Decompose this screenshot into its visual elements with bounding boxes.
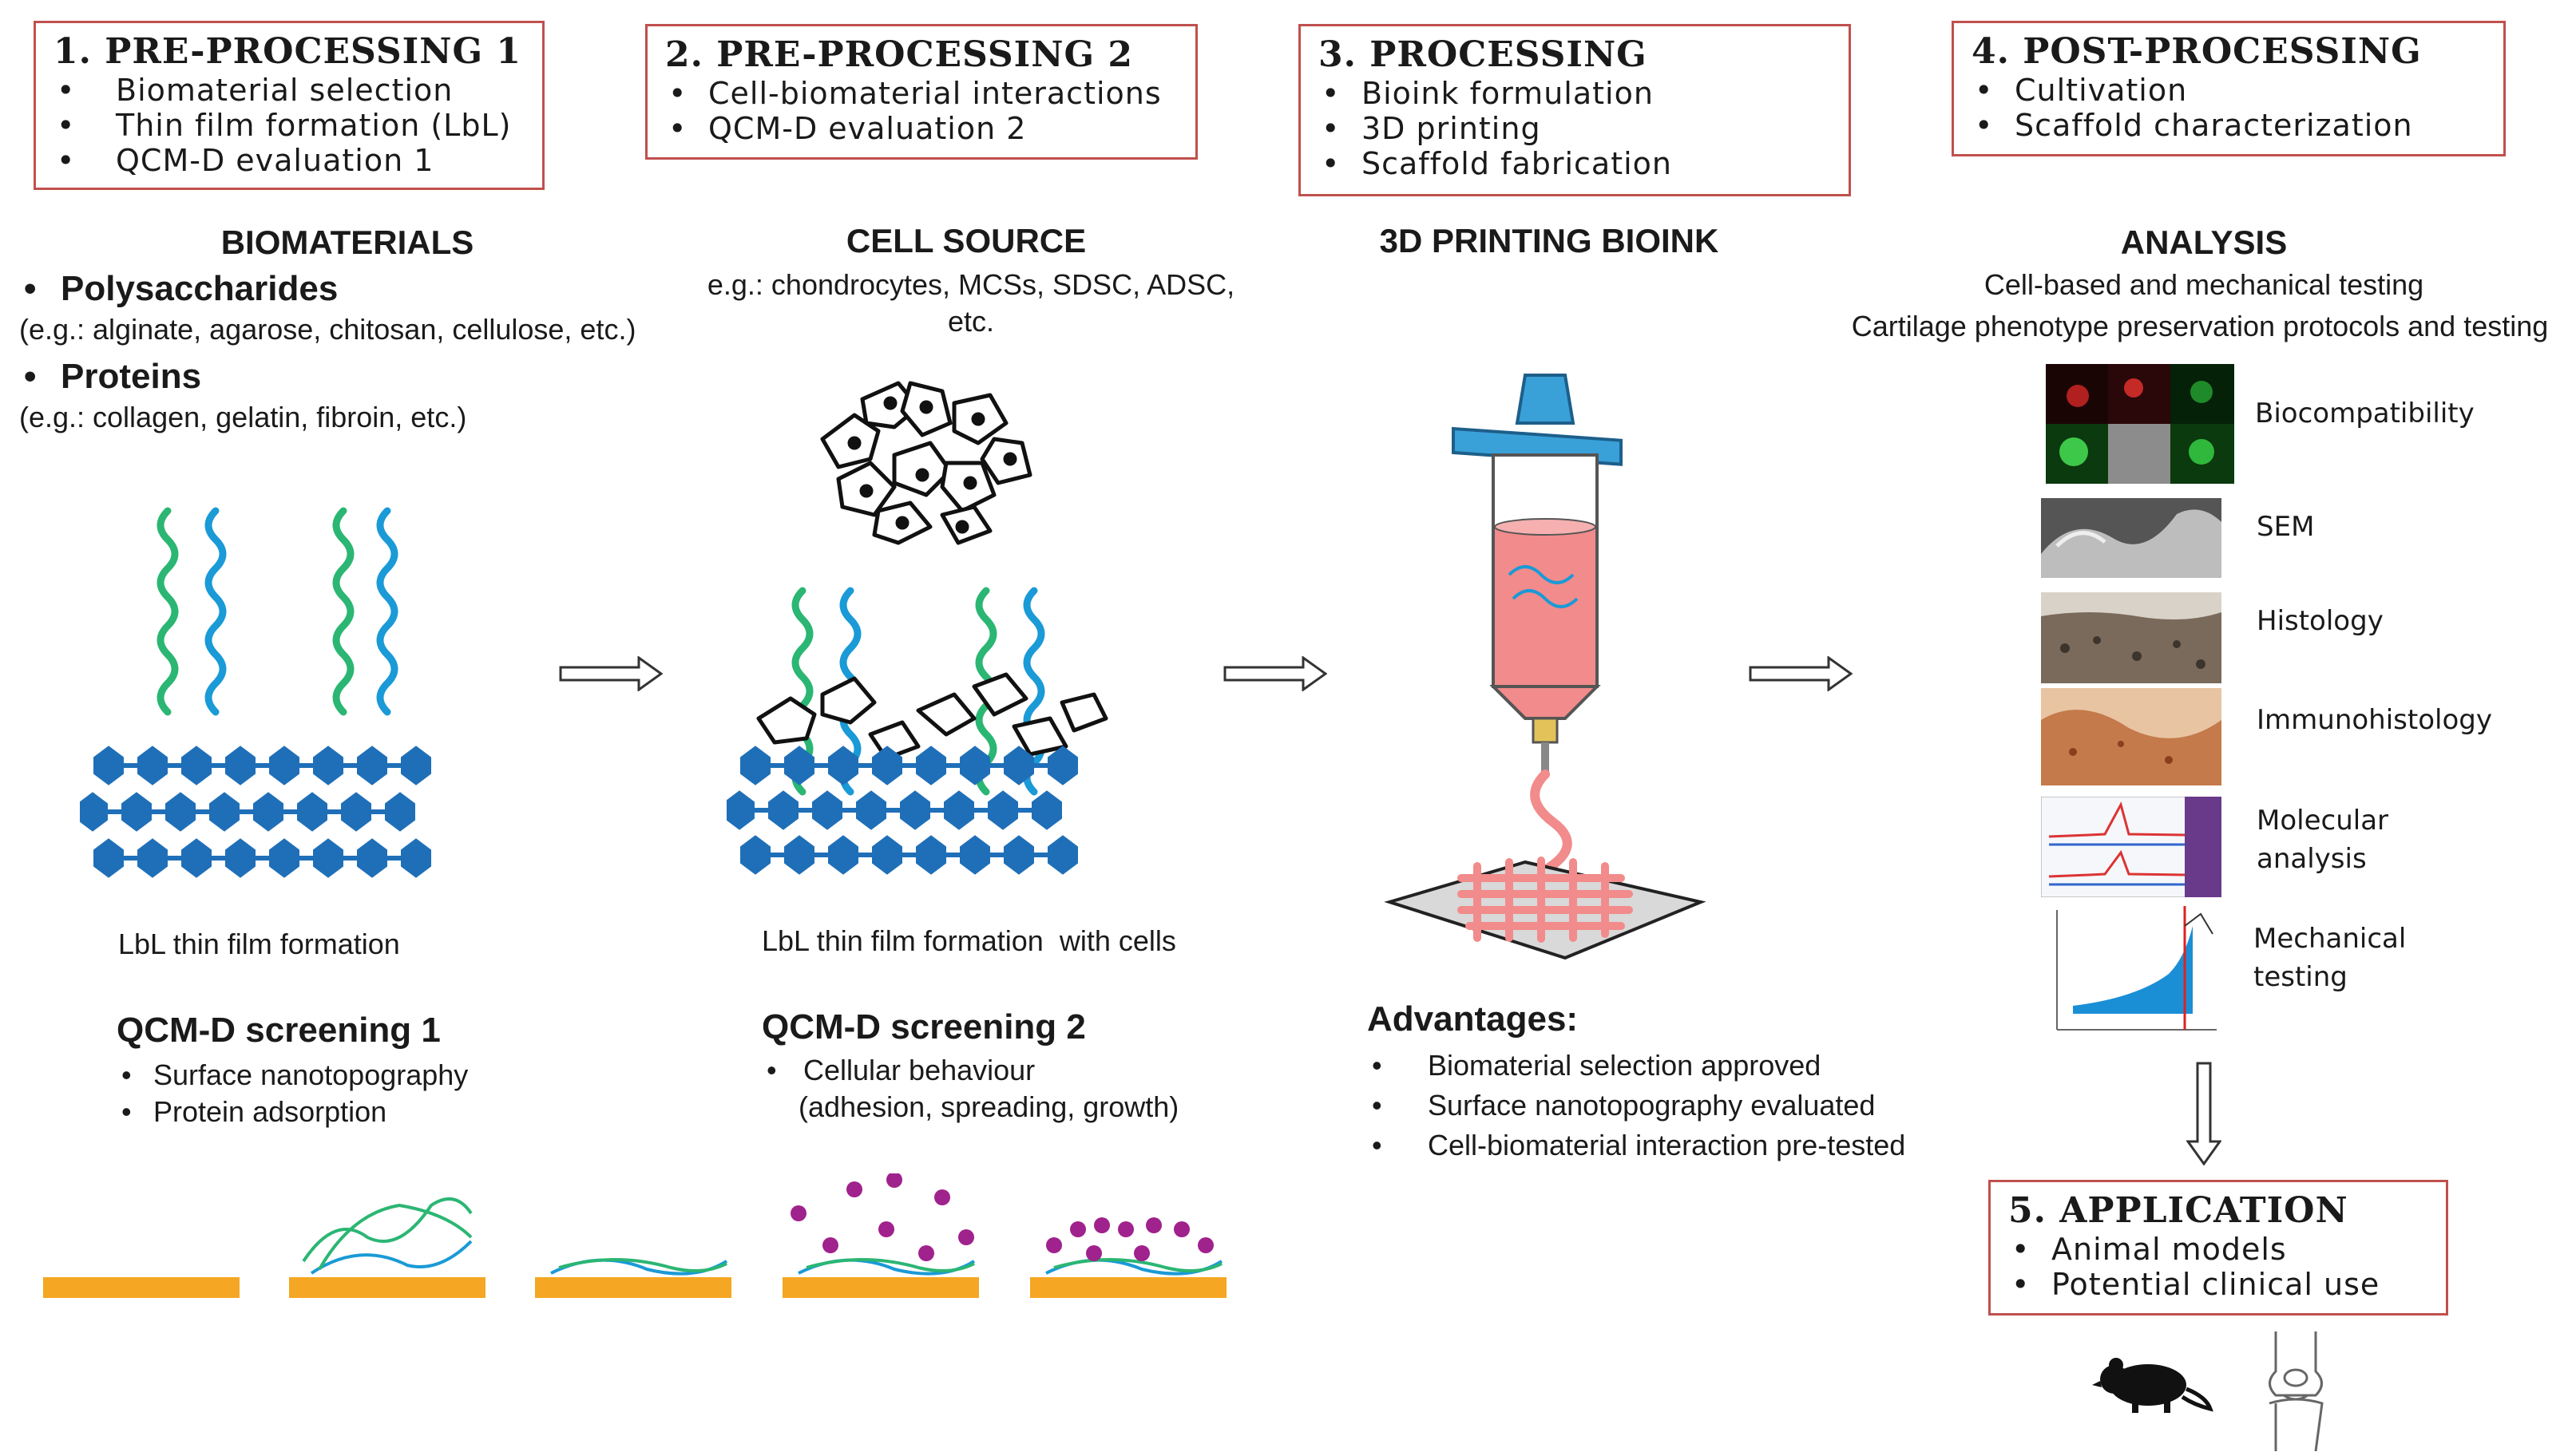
step-item: Animal models (2008, 1232, 2428, 1267)
immunohistology-image (2041, 688, 2221, 785)
lbl-caption-1: LbL thin film formation (118, 928, 400, 960)
biocompatibility-image (2046, 364, 2234, 484)
step-item: QCM-D evaluation 1 (54, 143, 525, 178)
polysaccharides-label: Polysaccharides (61, 269, 339, 308)
analysis-label: testing (2253, 961, 2348, 993)
step-box-1: 1. PRE-PROCESSING 1 Biomaterial selectio… (34, 21, 545, 190)
qcm-screening-1-title: QCM-D screening 1 (117, 1011, 441, 1050)
arrow-right-icon (1749, 656, 1853, 691)
step-title: 3. PROCESSING (1318, 34, 1647, 75)
list-item: Cell-biomaterial interaction pre-tested (1367, 1126, 1905, 1165)
lbl-film-with-cells-illustration (727, 587, 1108, 878)
step-title: 2. PRE-PROCESSING 2 (665, 34, 1133, 75)
step-item: Scaffold fabrication (1318, 146, 1831, 181)
analysis-label: Biocompatibility (2255, 398, 2475, 429)
step-item: Scaffold characterization (1972, 108, 2486, 143)
list-item: Surface nanotopography (117, 1057, 468, 1094)
arrow-down-icon (2186, 1062, 2221, 1165)
list-item: Protein adsorption (117, 1094, 468, 1130)
sem-image (2041, 498, 2221, 578)
proteins-label: Proteins (61, 357, 202, 396)
step-title: 5. APPLICATION (2008, 1190, 2348, 1231)
cell-source-title: CELL SOURCE (846, 222, 1087, 259)
step-title: 4. POST-PROCESSING (1972, 31, 2422, 72)
analysis-title: ANALYSIS (2120, 224, 2288, 261)
polymer-strands (157, 507, 398, 716)
list-item: (adhesion, spreading, growth) (799, 1090, 1179, 1123)
advantages-list: Biomaterial selection approved Surface n… (1367, 1046, 1905, 1165)
step-item: Thin film formation (LbL) (54, 108, 525, 143)
advantages-title: Advantages: (1367, 999, 1579, 1039)
mouse-icon (2092, 1358, 2213, 1413)
step-box-2: 2. PRE-PROCESSING 2 Cell-biomaterial int… (645, 24, 1198, 160)
cell-source-examples: e.g.: chondrocytes, MCSs, SDSC, ADSC, et… (707, 268, 1235, 338)
analysis-subtitle-2: Cartilage phenotype preservation protoco… (1851, 310, 2549, 342)
step-item: QCM-D evaluation 2 (665, 111, 1178, 146)
syringe-icon (1384, 374, 1706, 960)
analysis-label: Immunohistology (2257, 704, 2492, 736)
step-item: Potential clinical use (2008, 1267, 2428, 1302)
analysis-subtitle-1: Cell-based and mechanical testing (1983, 268, 2424, 301)
histology-image (2041, 592, 2221, 683)
step-box-4: 4. POST-PROCESSING Cultivation Scaffold … (1952, 21, 2506, 156)
cells-cluster-icon (820, 381, 1032, 545)
qcm-substrates-illustration (43, 1173, 1227, 1298)
step-item: 3D printing (1318, 111, 1831, 146)
step-item: Cultivation (1972, 73, 2486, 108)
analysis-label: analysis (2257, 843, 2367, 875)
qcm-screening-1-list: Surface nanotopography Protein adsorptio… (117, 1057, 468, 1130)
step-title: 1. PRE-PROCESSING 1 (54, 31, 521, 72)
analysis-label: Histology (2257, 605, 2384, 637)
lbl-caption-2: LbL thin film formation with cells (762, 924, 1176, 957)
lbl-film-illustration (80, 507, 431, 878)
hexagon-lattice (80, 746, 431, 875)
qcm-screening-2-title: QCM-D screening 2 (762, 1007, 1086, 1046)
biomaterials-title: BIOMATERIALS (220, 224, 474, 261)
list-item: Surface nanotopography evaluated (1367, 1086, 1905, 1126)
molecular-analysis-image (2041, 797, 2221, 897)
mechanical-testing-image (2041, 902, 2221, 1046)
step-box-5: 5. APPLICATION Animal models Potential c… (1988, 1180, 2448, 1316)
qcm-screening-2-list: •Cellular behaviour (adhesion, spreading… (762, 1052, 1179, 1126)
polysaccharides-examples: (e.g.: alginate, agarose, chitosan, cell… (19, 313, 636, 346)
analysis-label: SEM (2257, 511, 2315, 543)
list-item: Biomaterial selection approved (1367, 1046, 1905, 1086)
step-item: Cell-biomaterial interactions (665, 76, 1178, 111)
knee-joint-icon (2269, 1331, 2324, 1451)
arrow-right-icon (1223, 656, 1327, 691)
biomaterials-list: •Polysaccharides (e.g.: alginate, agaros… (19, 267, 722, 436)
analysis-label: Molecular (2257, 805, 2389, 837)
arrow-right-icon (559, 656, 663, 691)
step-item: Bioink formulation (1318, 76, 1831, 111)
bioink-title: 3D PRINTING BIOINK (1379, 222, 1719, 259)
step-item: Biomaterial selection (54, 73, 525, 108)
step-box-3: 3. PROCESSING Bioink formulation 3D prin… (1298, 24, 1851, 196)
analysis-label: Mechanical (2253, 923, 2407, 955)
list-item: Cellular behaviour (803, 1054, 1036, 1086)
proteins-examples: (e.g.: collagen, gelatin, fibroin, etc.) (19, 401, 467, 433)
